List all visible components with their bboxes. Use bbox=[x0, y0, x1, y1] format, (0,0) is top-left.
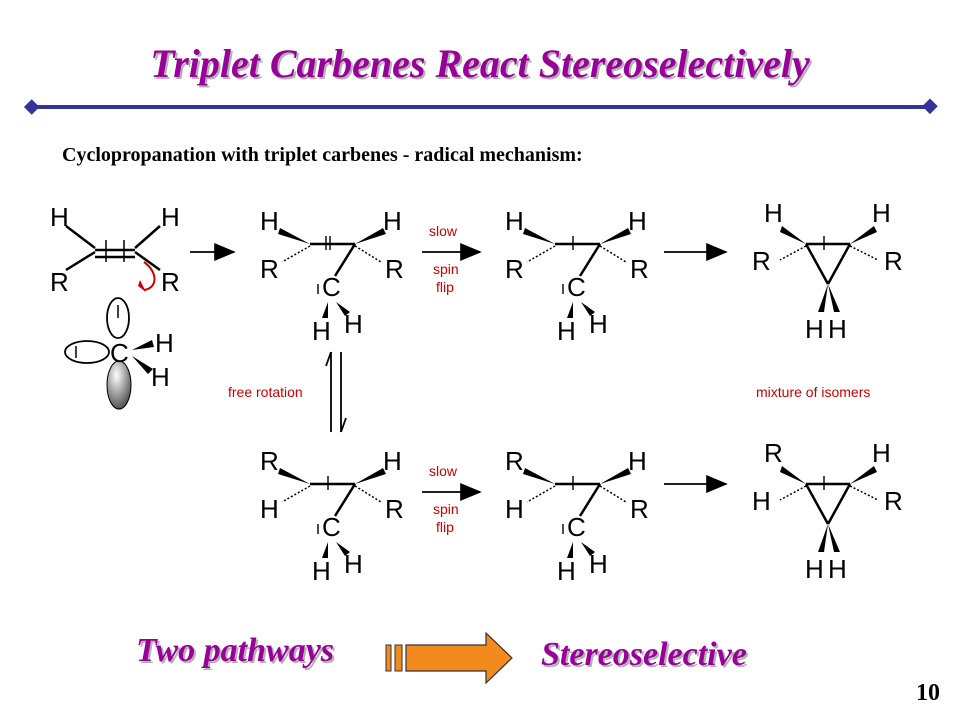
diradical-intermediate-1: H H R R C H H bbox=[260, 206, 404, 346]
atom-h: H bbox=[505, 494, 524, 524]
atom-h: H bbox=[628, 446, 647, 476]
atom-r: R bbox=[884, 246, 903, 276]
atom-h: H bbox=[344, 549, 363, 579]
atom-h: H bbox=[260, 206, 279, 236]
atom-h: H bbox=[344, 309, 363, 339]
cyclopropane-product-2: R H H R H H bbox=[752, 438, 903, 584]
title-rule bbox=[23, 98, 938, 115]
carbene-structure: C H H bbox=[64, 297, 174, 410]
atom-c: C bbox=[110, 338, 129, 368]
atom-r: R bbox=[630, 494, 649, 524]
atom-h: H bbox=[161, 202, 180, 232]
atom-h: H bbox=[383, 206, 402, 236]
free-rotation-equilibrium: free rotation bbox=[228, 351, 347, 433]
atom-h: H bbox=[557, 316, 576, 346]
diradical-intermediate-3: R H H R C H H bbox=[260, 446, 404, 586]
slide-title: Triplet Carbenes React Stereoselectively bbox=[150, 41, 810, 86]
atom-r: R bbox=[260, 446, 279, 476]
atom-h: H bbox=[872, 198, 891, 228]
atom-h: H bbox=[805, 554, 824, 584]
atom-h: H bbox=[151, 362, 170, 392]
atom-h: H bbox=[589, 549, 608, 579]
spin-flip-arrow-1: slow spin flip bbox=[422, 223, 482, 295]
two-pathways-label: Two pathways bbox=[136, 632, 335, 669]
label-spin: spin bbox=[433, 501, 459, 517]
atom-h: H bbox=[828, 554, 847, 584]
atom-h: H bbox=[557, 556, 576, 586]
atom-h: H bbox=[628, 206, 647, 236]
label-mixture: mixture of isomers bbox=[756, 384, 870, 400]
atom-h: H bbox=[805, 314, 824, 344]
atom-h: H bbox=[312, 556, 331, 586]
atom-h: H bbox=[764, 198, 783, 228]
atom-r: R bbox=[505, 254, 524, 284]
atom-r: R bbox=[161, 267, 180, 297]
atom-h: H bbox=[383, 446, 402, 476]
atom-c: C bbox=[567, 272, 586, 302]
page-number: 10 bbox=[916, 680, 940, 706]
subtitle: Cyclopropanation with triplet carbenes -… bbox=[62, 144, 583, 166]
atom-c: C bbox=[567, 512, 586, 542]
atom-r: R bbox=[505, 446, 524, 476]
diradical-intermediate-2: H H R R C H H bbox=[505, 206, 649, 346]
atom-r: R bbox=[752, 246, 771, 276]
cyclopropane-product-1: H H R R H H bbox=[752, 198, 903, 344]
atom-r: R bbox=[385, 254, 404, 284]
label-flip: flip bbox=[436, 279, 454, 295]
atom-h: H bbox=[50, 202, 69, 232]
atom-r: R bbox=[884, 486, 903, 516]
spin-flip-arrow-2: slow spin flip bbox=[422, 463, 482, 535]
alkene-structure: H H R R bbox=[50, 202, 180, 297]
atom-h: H bbox=[828, 314, 847, 344]
atom-h: H bbox=[589, 309, 608, 339]
atom-r: R bbox=[260, 254, 279, 284]
diradical-intermediate-4: R H H R C H H bbox=[505, 446, 649, 586]
label-slow: slow bbox=[429, 223, 458, 239]
label-spin: spin bbox=[433, 261, 459, 277]
atom-h: H bbox=[155, 328, 174, 358]
atom-r: R bbox=[385, 494, 404, 524]
stereoselective-label: Stereoselective bbox=[541, 636, 747, 673]
atom-h: H bbox=[872, 438, 891, 468]
atom-r: R bbox=[764, 438, 783, 468]
atom-r: R bbox=[50, 267, 69, 297]
atom-h: H bbox=[312, 316, 331, 346]
atom-h: H bbox=[752, 486, 771, 516]
atom-c: C bbox=[322, 512, 341, 542]
atom-r: R bbox=[630, 254, 649, 284]
atom-h: H bbox=[260, 494, 279, 524]
atom-h: H bbox=[505, 206, 524, 236]
label-slow: slow bbox=[429, 463, 458, 479]
result-arrow bbox=[385, 631, 513, 685]
atom-c: C bbox=[322, 272, 341, 302]
label-free-rotation: free rotation bbox=[228, 384, 303, 400]
label-flip: flip bbox=[436, 519, 454, 535]
